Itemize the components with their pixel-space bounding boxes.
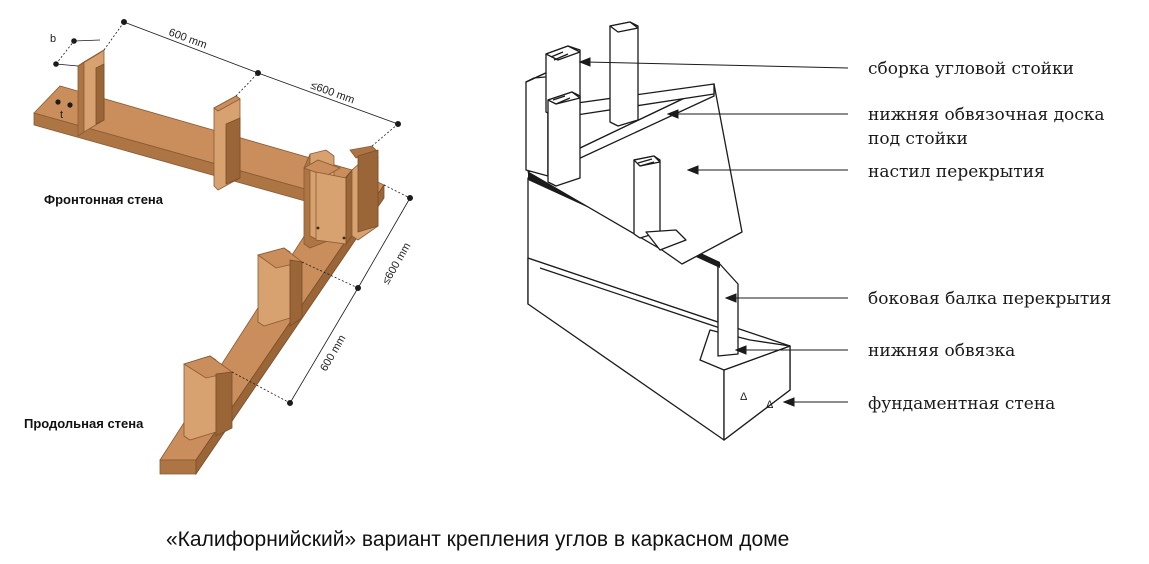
- gable-wall-label: Фронтонная стена: [44, 192, 164, 207]
- stud: [183, 355, 233, 441]
- callout-side-beam: боковая балка перекрытия: [868, 289, 1111, 309]
- framing-diagram: 600 mm ≤600 mm ≤600 mm 600 mm b t Фронто…: [24, 18, 413, 476]
- callout-corner-post: сборка угловой стойки: [868, 59, 1074, 79]
- corner-post-assembly: [525, 45, 581, 187]
- long-wall-label: Продольная стена: [24, 416, 144, 431]
- dim-side-span-max: ≤600 mm: [380, 241, 413, 287]
- side-beam-end: [717, 261, 739, 357]
- dim-b: b: [50, 33, 56, 45]
- long-bottom-plate-edge: [159, 459, 197, 475]
- svg-text:Δ: Δ: [766, 399, 774, 411]
- dim-top-span: 600 mm: [167, 27, 208, 52]
- svg-text:Δ: Δ: [740, 391, 748, 403]
- figure-caption: «Калифорнийский» вариант крепления углов…: [166, 528, 789, 551]
- dim-t: t: [60, 109, 63, 121]
- dim-side-span: 600 mm: [318, 333, 348, 373]
- callout-floor-deck: настил перекрытия: [868, 162, 1045, 182]
- dim-top-span-max: ≤600 mm: [309, 80, 356, 107]
- corner-section-diagram: Δ Δ: [525, 21, 1111, 441]
- callout-sill-plate: нижняя обвязка: [868, 341, 1015, 361]
- corner-post: [303, 145, 379, 249]
- front-stud-plate: [645, 229, 687, 251]
- callout-foundation-wall: фундаментная стена: [868, 394, 1055, 414]
- stud: [213, 95, 241, 191]
- long-bottom-plate-side: [195, 183, 385, 476]
- stud: [77, 49, 105, 137]
- dimension-lines: [53, 18, 413, 406]
- stud: [257, 247, 303, 327]
- front-stud: [633, 155, 661, 239]
- callout-arrows: [578, 57, 849, 407]
- callout-bottom-board-1: нижняя обвязочная доска: [868, 105, 1105, 125]
- back-stud: [609, 21, 639, 127]
- callout-bottom-board-2: под стойки: [868, 129, 968, 149]
